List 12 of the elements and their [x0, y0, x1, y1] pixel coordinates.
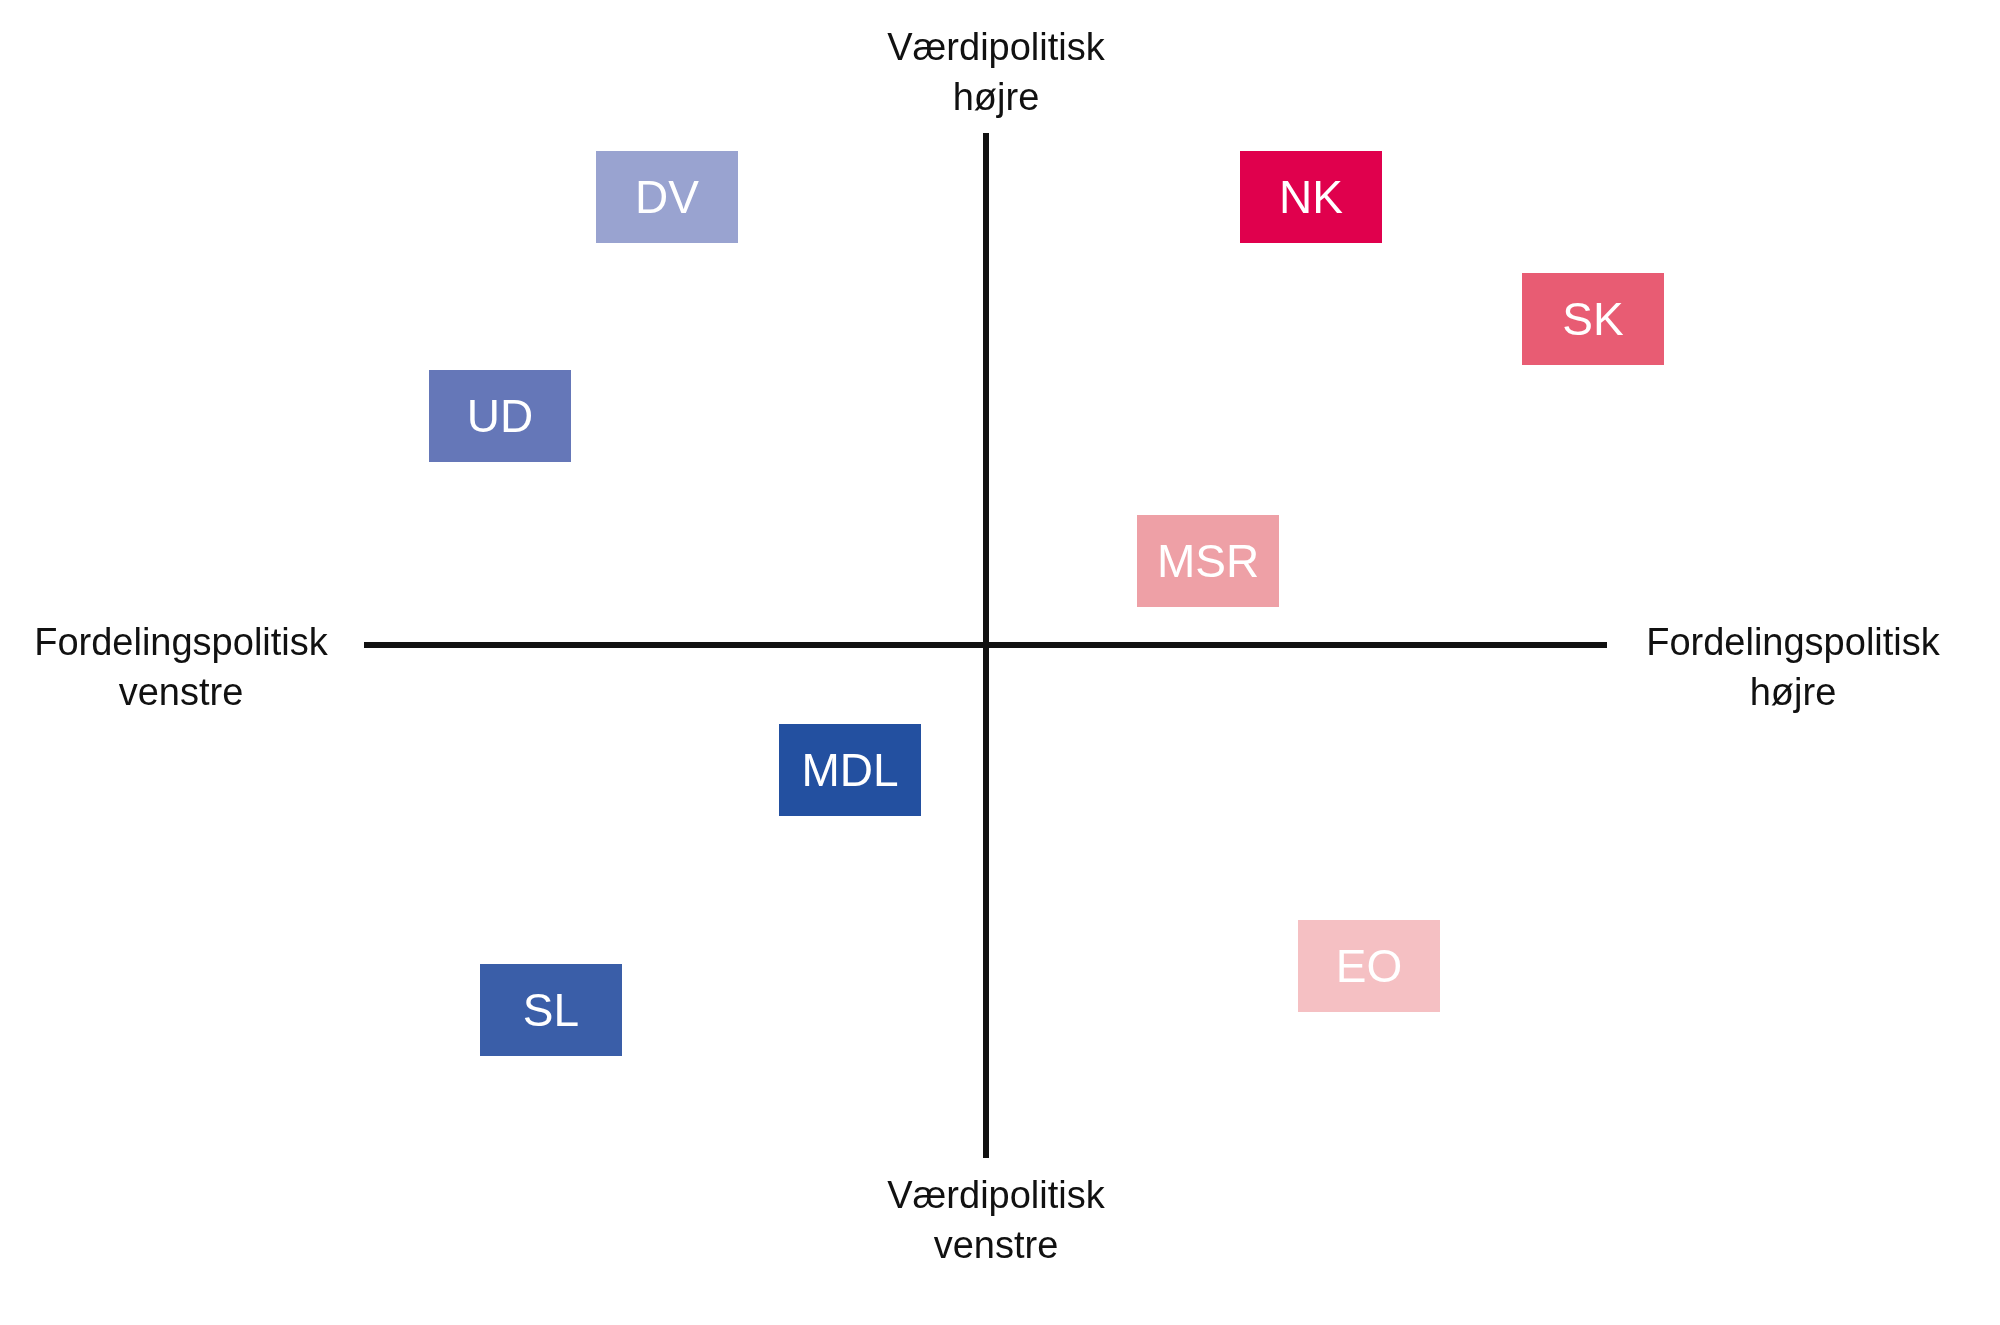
- party-box: SL: [480, 964, 622, 1056]
- party-box: EO: [1298, 920, 1440, 1012]
- party-box: NK: [1240, 151, 1382, 243]
- party-box: MDL: [779, 724, 921, 816]
- party-box: DV: [596, 151, 738, 243]
- party-box: SK: [1522, 273, 1664, 365]
- party-box: UD: [429, 370, 571, 462]
- axis-label: Værdipolitisk højre: [886, 25, 1106, 120]
- axis-label: Fordelingspolitisk højre: [1645, 620, 1941, 715]
- axis-label: Fordelingspolitisk venstre: [33, 620, 329, 715]
- axis-label: Værdipolitisk venstre: [886, 1173, 1106, 1268]
- party-box: MSR: [1137, 515, 1279, 607]
